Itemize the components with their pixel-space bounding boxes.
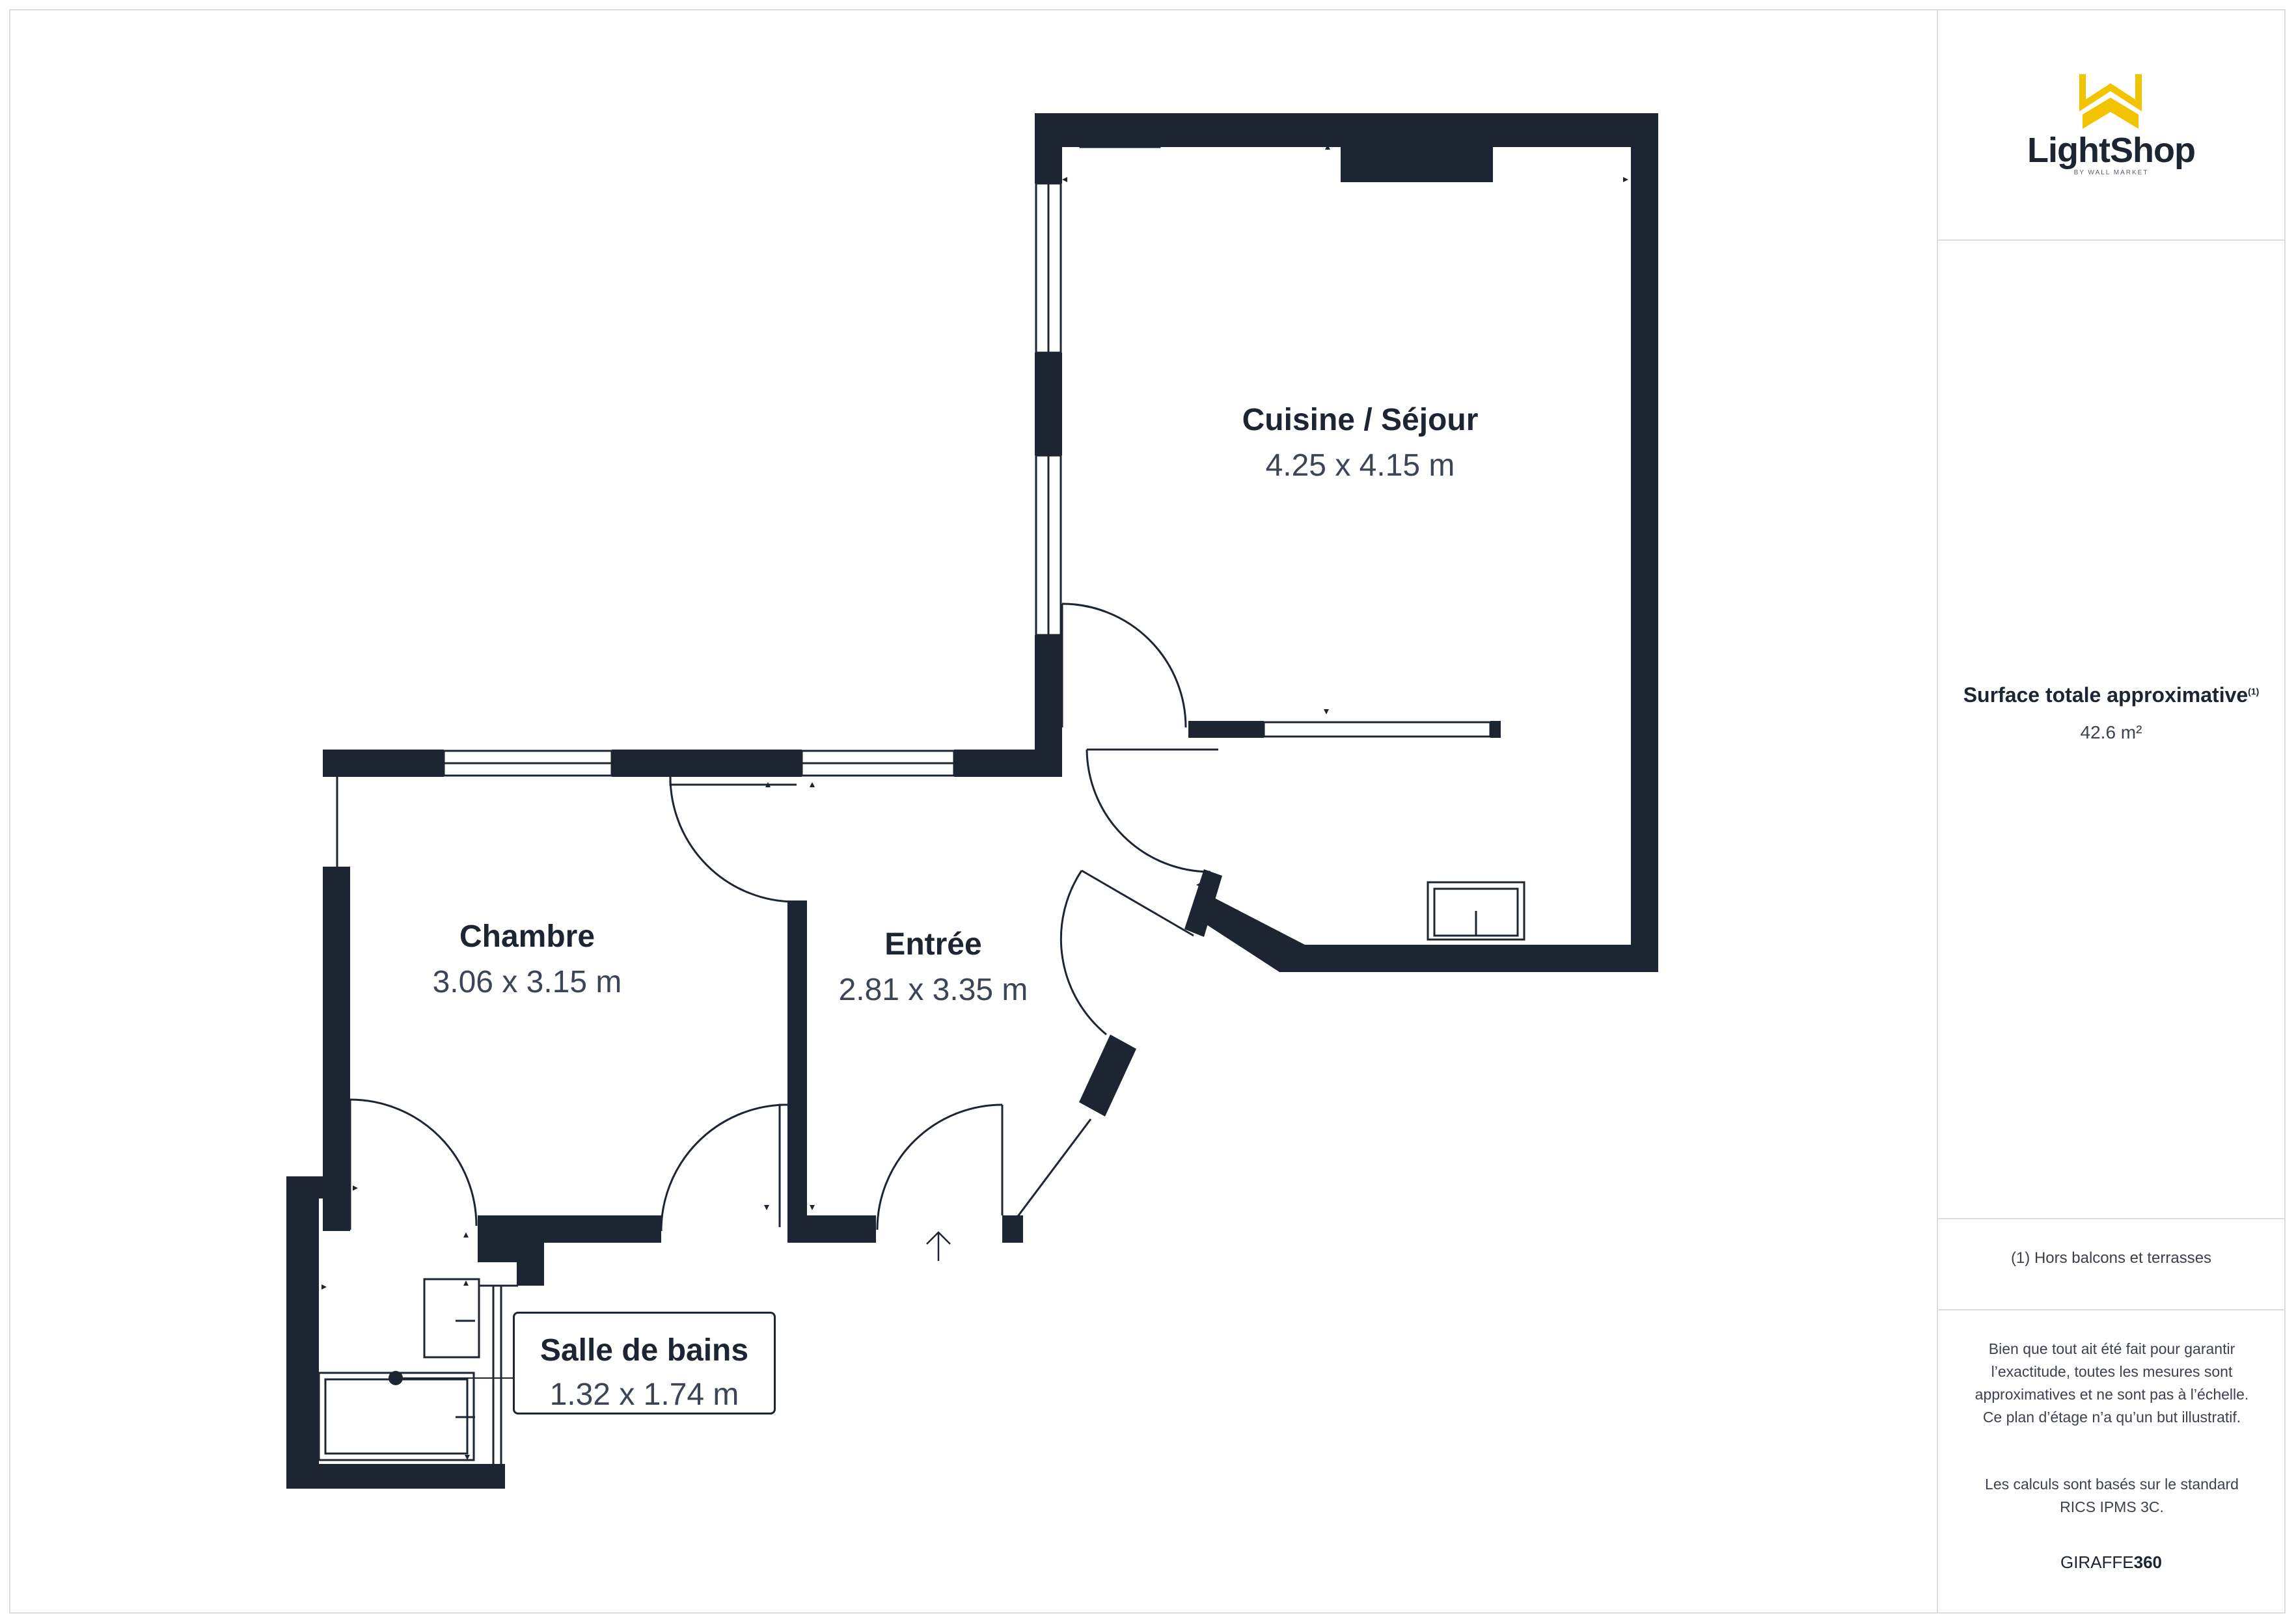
total-area-value: 42.6 m²: [2080, 722, 2142, 742]
floor-plan: [286, 113, 1658, 1489]
separator: [1938, 1309, 2284, 1310]
total-area-title: Surface totale approximative(1): [1938, 683, 2284, 707]
room-dims-entree: 2.81 x 3.35 m: [838, 973, 1028, 1007]
room-name-cuisine: Cuisine / Séjour: [1242, 403, 1479, 437]
footnote-marker: (1): [2248, 686, 2260, 697]
disclaimer-text: Bien que tout ait été fait pour garantir…: [1975, 1340, 2249, 1426]
info-panel: LightShop BY WALL MARKET Surface totale …: [1937, 10, 2284, 1612]
footnote-text: (1) Hors balcons et terrasses: [2010, 1249, 2212, 1267]
room-name-sdb: Salle de bains: [540, 1333, 749, 1368]
lightshop-logo-icon: [2079, 74, 2142, 129]
room-dims-chambre: 3.06 x 3.15 m: [432, 965, 622, 999]
logo-wordmark: LightShop: [2027, 131, 2196, 170]
logo: LightShop BY WALL MARKET: [1938, 10, 2284, 241]
separator: [1938, 1218, 2284, 1219]
giraffe360-brand: GIRAFFE360: [1938, 1552, 2284, 1573]
separator: [1938, 239, 2284, 241]
room-dims-sdb: 1.32 x 1.74 m: [549, 1377, 739, 1412]
logo-subtitle: BY WALL MARKET: [2073, 169, 2149, 176]
bathroom-label-box: [513, 1312, 776, 1414]
walls: [286, 113, 1658, 1489]
page-frame: [9, 9, 2286, 1614]
brand-bold: 360: [2133, 1552, 2163, 1572]
total-area-label: Surface totale approximative: [1963, 683, 2248, 707]
room-name-entree: Entrée: [884, 927, 982, 962]
room-name-chambre: Chambre: [459, 919, 595, 954]
room-dims-cuisine: 4.25 x 4.15 m: [1265, 448, 1455, 483]
brand-light: GIRAFFE: [2060, 1552, 2134, 1572]
standard-text: Les calculs sont basés sur le standard R…: [1985, 1476, 2239, 1515]
